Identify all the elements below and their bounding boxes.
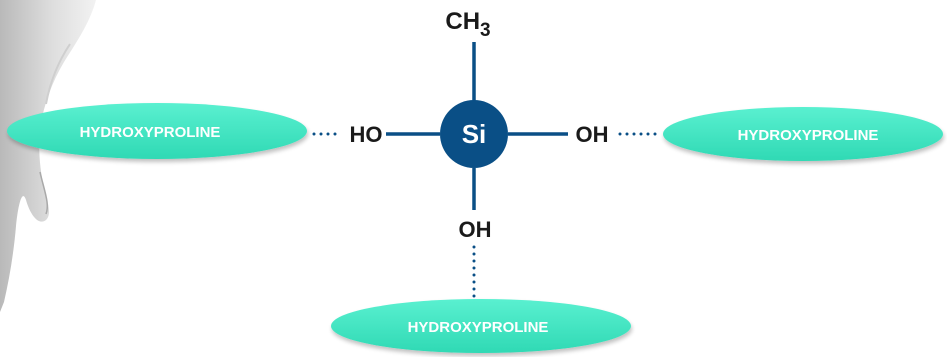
hydroxyl-left-label: HO [350, 122, 383, 147]
hydroxyproline-left-label: HYDROXYPROLINE [80, 124, 221, 141]
hydroxyproline-bottom-label: HYDROXYPROLINE [408, 319, 549, 336]
hydroxyproline-left-node [7, 103, 307, 159]
hydroxyproline-right-label: HYDROXYPROLINE [738, 127, 879, 144]
hydroxyl-bottom-label: OH [459, 217, 492, 242]
hydroxyproline-right-node [663, 107, 943, 161]
silicon-atom-label: Si [462, 119, 487, 149]
methyl-group-label: CH3 [445, 8, 490, 41]
hand-silhouette-image [0, 0, 96, 312]
hydroxyproline-bottom-node [331, 299, 631, 353]
silicon-atom [440, 100, 508, 168]
hydroxyl-right-label: OH [576, 122, 609, 147]
